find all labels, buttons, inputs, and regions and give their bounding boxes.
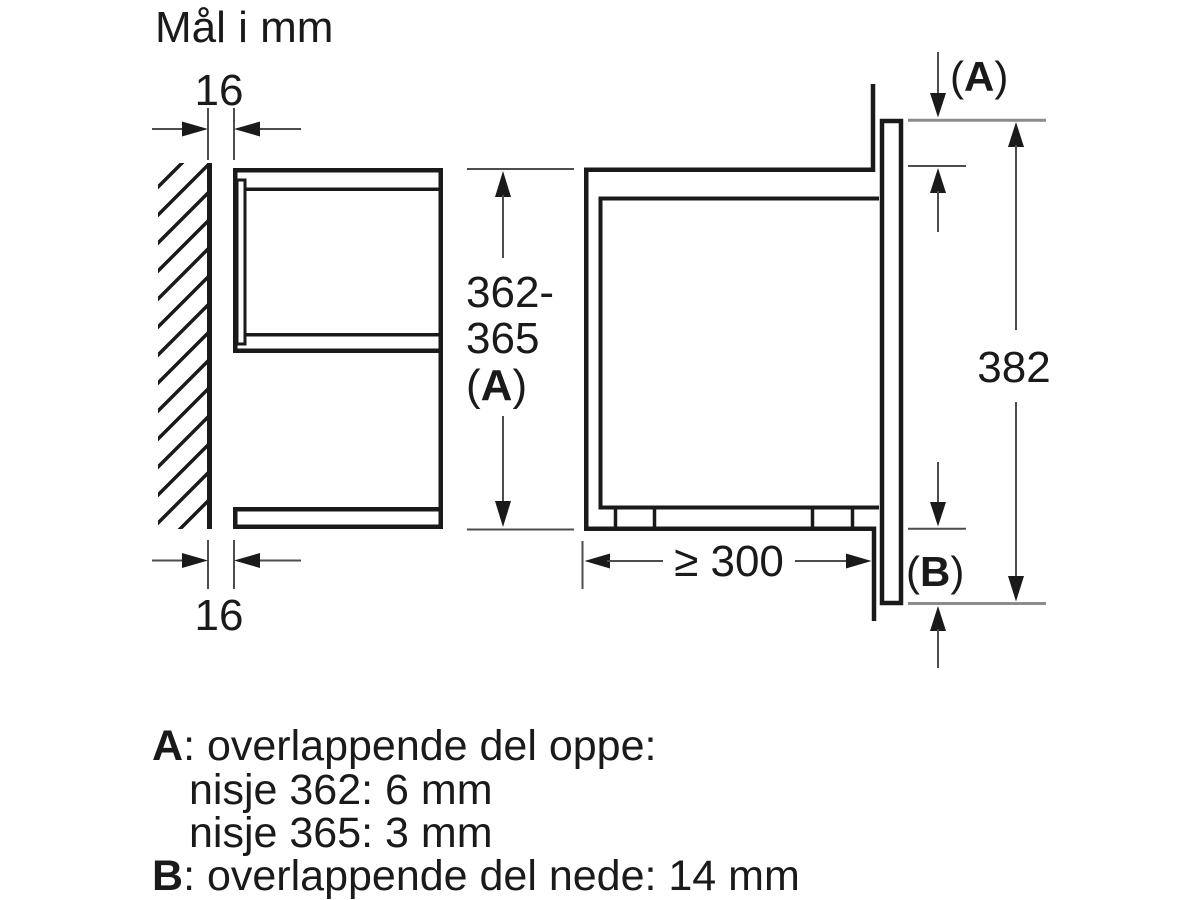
arrowhead-up-icon [495, 171, 511, 197]
niche-height-value-line2: 365 [466, 314, 539, 363]
front-frame [879, 118, 904, 606]
niche-outline [584, 84, 877, 621]
arrowhead-up-icon [930, 168, 946, 193]
note-line-1: A: overlappende del oppe: [152, 722, 656, 770]
wall-gap-value-bottom: 16 [195, 591, 244, 640]
wall [158, 163, 212, 529]
niche-height-value-line1: 362- [466, 268, 554, 317]
arrowhead-down-icon [495, 501, 511, 527]
front-height-value: 382 [977, 343, 1050, 392]
arrowhead-right-icon [846, 553, 872, 569]
note-line-4: B: overlappende del nede: 14 mm [152, 852, 800, 900]
appliance-feet [613, 507, 855, 529]
front-height-dimension: 382 [977, 122, 1051, 602]
wall-hatching [158, 163, 209, 529]
left-diagram-side-section: 16 16 [152, 66, 443, 640]
arrowhead-right-icon [182, 553, 208, 568]
overlap-top-label: (A) [950, 53, 1008, 100]
overlap-bottom-label: (B) [906, 548, 964, 595]
top-panel-outline [233, 168, 443, 353]
niche-height-label: (A) [466, 361, 527, 410]
niche-depth-value: ≥ 300 [674, 537, 784, 586]
appliance-side-profile [233, 168, 443, 529]
arrowhead-left-icon [234, 553, 260, 568]
arrowhead-up-icon [1008, 122, 1024, 147]
note-line-3: nisje 365: 3 mm [189, 809, 493, 857]
notes: A: overlappende del oppe: nisje 362: 6 m… [152, 722, 800, 900]
wall-gap-dimension-bottom: 16 [152, 540, 301, 640]
rear-vent-channel [235, 178, 247, 346]
appliance-body-outline [598, 196, 879, 510]
wall-gap-value-top: 16 [195, 66, 244, 115]
arrowhead-down-icon [930, 93, 946, 118]
bottom-panel-outline [233, 507, 443, 529]
arrowhead-down-icon [1008, 576, 1024, 602]
arrowhead-left-icon [584, 553, 610, 569]
arrowhead-up-icon [930, 606, 946, 631]
arrowhead-left-icon [234, 121, 260, 137]
overlap-top-dimension: (A) [908, 52, 1046, 232]
page-title: Mål i mm [155, 3, 333, 52]
overlap-bottom-dimension: (B) [906, 462, 1046, 668]
right-diagram-niche-section: (A) 382 (B) ≥ 300 [581, 52, 1051, 668]
arrowhead-down-icon [930, 502, 946, 527]
arrowhead-right-icon [182, 121, 208, 137]
wall-gap-dimension-top: 16 [152, 66, 301, 160]
note-line-2: nisje 362: 6 mm [189, 766, 493, 814]
niche-height-dimension: 362- 365 (A) [466, 168, 574, 531]
niche-depth-dimension: ≥ 300 [581, 537, 872, 589]
